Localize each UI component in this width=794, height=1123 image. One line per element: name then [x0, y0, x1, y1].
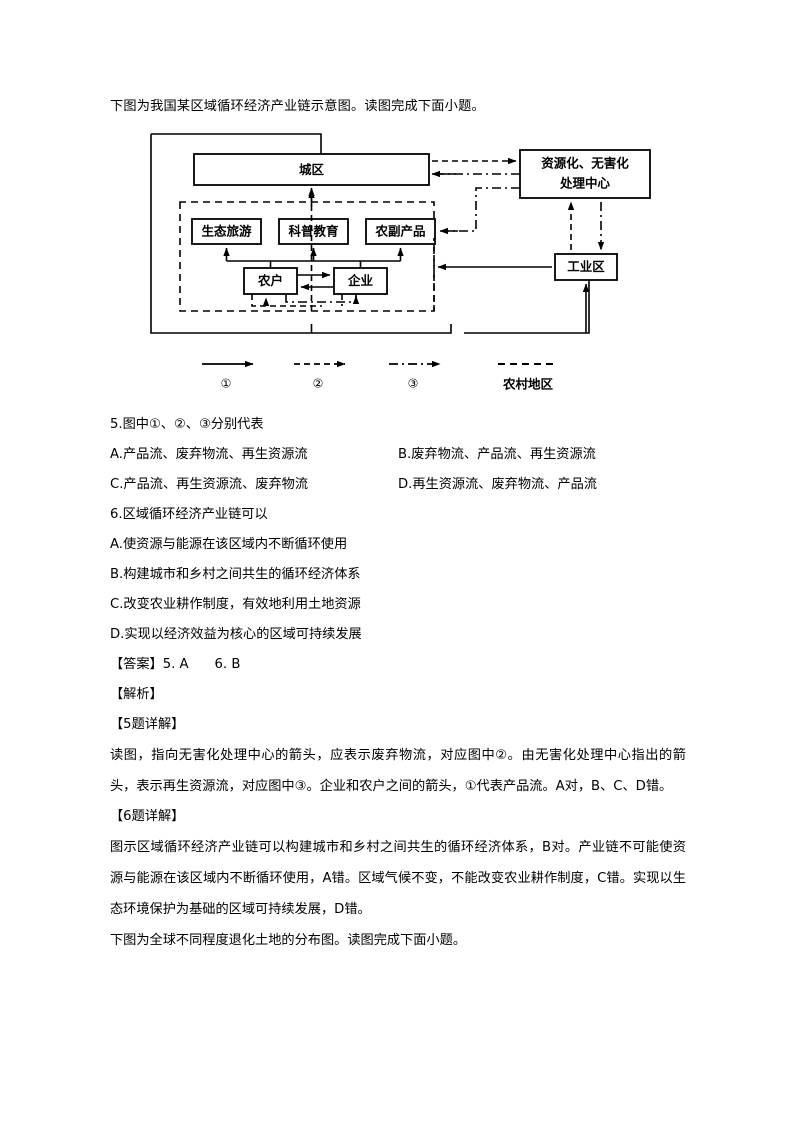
dashed-waste-flow: [308, 157, 575, 311]
question-5-stem: 5.图中①、②、③分别代表: [110, 417, 264, 432]
question-6-stem: 6.区域循环经济产业链可以: [110, 507, 268, 522]
box-science-education-label: 科普教育: [288, 224, 339, 239]
answer-q6: 6. B: [214, 657, 241, 672]
analysis-q5-heading: 【5题详解】: [110, 717, 185, 732]
question-6-option-c[interactable]: C.改变农业耕作制度，有效地利用土地资源: [110, 597, 361, 612]
box-eco-tourism: 生态旅游: [191, 218, 262, 245]
answer-q5: 5. A: [162, 657, 189, 672]
box-urban-area: 城区: [193, 153, 430, 186]
diagram-legend: ① ② ③ 农村地区: [202, 360, 558, 392]
answer-label: 【答案】: [110, 657, 163, 672]
box-farmer-label: 农户: [257, 273, 283, 288]
box-agri-products: 农副产品: [365, 218, 436, 245]
circular-economy-diagram: 城区 资源化、无害化 处理中心 工业区 生态旅游 科普教育: [146, 128, 722, 408]
question-5-options-row-1: A.产品流、废弃物流、再生资源流 B.废弃物流、产品流、再生资源流: [110, 440, 686, 470]
question-6-option-a[interactable]: A.使资源与能源在该区域内不断循环使用: [110, 537, 348, 552]
question-5-options-row-2: C.产品流、再生资源流、废弃物流 D.再生资源流、废弃物流、产品流: [110, 470, 686, 500]
box-urban-area-label: 城区: [299, 162, 325, 177]
legend-rural-area: 农村地区: [502, 377, 554, 392]
analysis-q6-text: 图示区域循环经济产业链可以构建城市和乡村之间共生的循环经济体系，B对。产业链不可…: [110, 840, 686, 917]
legend-item-1: ①: [221, 377, 232, 391]
question-5-option-a[interactable]: A.产品流、废弃物流、再生资源流: [110, 447, 308, 462]
box-farmer: 农户: [243, 267, 298, 295]
box-eco-tourism-label: 生态旅游: [201, 224, 252, 239]
analysis-label: 【解析】: [110, 687, 163, 702]
box-agri-products-label: 农副产品: [374, 224, 425, 239]
next-intro-paragraph: 下图为全球不同程度退化土地的分布图。读图完成下面小题。: [110, 933, 467, 948]
intro-paragraph: 下图为我国某区域循环经济产业链示意图。读图完成下面小题。: [110, 99, 485, 114]
box-industrial-zone: 工业区: [554, 253, 618, 281]
box-enterprise: 企业: [333, 267, 388, 295]
box-recycling-center-label-2: 处理中心: [559, 176, 611, 191]
legend-item-3: ③: [408, 377, 419, 391]
legend-item-2: ②: [313, 377, 324, 391]
question-6-option-d[interactable]: D.实现以经济效益为核心的区域可持续发展: [110, 627, 362, 642]
box-industrial-zone-label: 工业区: [567, 259, 605, 274]
question-5-option-d[interactable]: D.再生资源流、废弃物流、产品流: [398, 477, 597, 492]
box-recycling-center: 资源化、无害化 处理中心: [519, 149, 651, 199]
solid-flow-arrows: [223, 187, 552, 291]
answer-line: 【答案】5. A 6. B: [110, 650, 686, 680]
analysis-q5-text: 读图，指向无害化处理中心的箭头，应表示废弃物流，对应图中②。由无害化处理中心指出…: [110, 748, 686, 794]
box-science-education: 科普教育: [278, 218, 349, 245]
dashdot-to-agri-products: [446, 187, 520, 232]
question-5-option-b[interactable]: B.废弃物流、产品流、再生资源流: [398, 447, 596, 462]
question-5-option-c[interactable]: C.产品流、再生资源流、废弃物流: [110, 477, 309, 492]
question-6-option-b[interactable]: B.构建城市和乡村之间共生的循环经济体系: [110, 567, 361, 582]
analysis-q6-heading: 【6题详解】: [110, 809, 185, 824]
box-enterprise-label: 企业: [347, 273, 374, 288]
box-recycling-center-label-1: 资源化、无害化: [541, 156, 629, 171]
